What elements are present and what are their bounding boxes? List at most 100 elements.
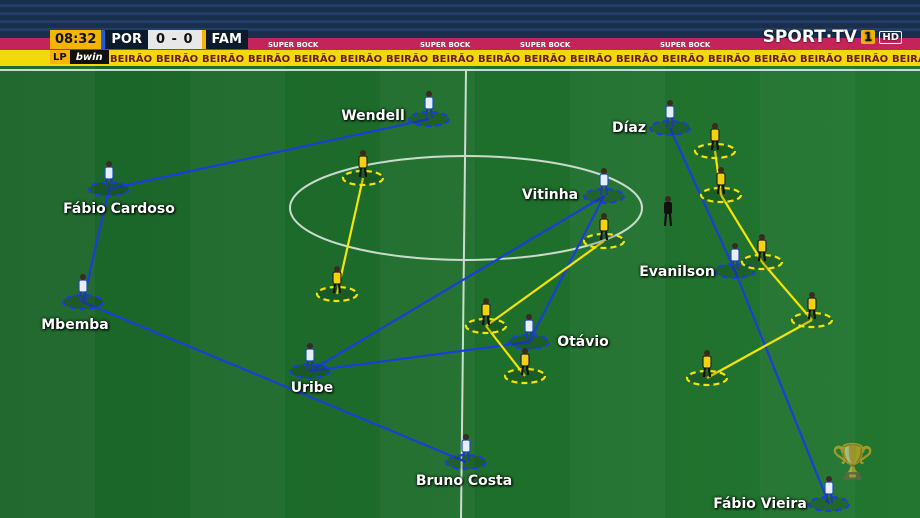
ad-text: BEIRÃO [662,52,704,65]
home-player [730,243,740,271]
away-player-ring [790,311,834,329]
player-shirt [332,271,342,285]
ad-text: BEIRÃO [846,52,888,65]
ad-text: BEIRÃO [478,52,520,65]
away-player-ring [740,253,784,271]
ad-text: BEIRÃO [524,52,566,65]
home-player-ring [444,453,488,471]
player-head [526,314,532,320]
away-player [358,150,368,178]
player-leg [520,365,525,376]
home-team: POR [105,30,148,49]
away-player-ring [464,317,508,335]
home-connection-line [733,270,831,505]
home-connection-line [108,117,430,191]
player-head [732,243,738,249]
away-player [710,123,720,151]
player-shirt [730,248,740,262]
away-color-stripe [201,30,206,49]
home-color-stripe [101,30,106,49]
player-leg [424,108,429,119]
player-shirt [599,173,609,187]
player-shirt [104,166,114,180]
player-head [759,234,765,240]
home-connection-line [309,340,530,373]
ad-text: BEIRÃO [754,52,796,65]
trophy-icon: 🏆 [831,442,874,482]
label-diaz: Díaz [611,120,647,136]
player-shirt [78,279,88,293]
player-leg [525,365,530,376]
player-shirt [716,172,726,186]
player-head [483,298,489,304]
player-head [704,350,710,356]
ad-text: BEIRÃO [110,52,152,65]
player-leg [735,260,740,271]
home-player [524,314,534,342]
away-player [481,298,491,326]
super-bock-ad: SUPER BOCK [268,41,319,49]
player-leg [524,331,529,342]
away-player [332,266,342,294]
player-leg [109,178,114,189]
player-leg [807,309,812,320]
home-player-ring [582,187,626,205]
home-player [424,91,434,119]
label-fabio-cardoso: Fábio Cardoso [63,201,175,217]
player-leg [710,140,715,151]
label-fabio-vieira: Fábio Vieira [713,496,807,512]
player-leg [337,283,342,294]
away-player [702,350,712,378]
broadcaster-name: SPORT·TV [762,27,857,47]
player-leg [310,360,315,371]
ad-text: BEIRÃO [892,52,920,65]
player-shirt [824,481,834,495]
player-leg [461,451,466,462]
match-clock: 08:32 [50,30,102,49]
away-player-ring [693,142,737,160]
away-connection-line [761,261,813,321]
player-head [334,266,340,272]
ad-text: BEIRÃO [800,52,842,65]
ad-text: BEIRÃO [202,52,244,65]
home-player-ring [288,362,332,380]
player-leg [702,367,707,378]
super-bock-ad: SUPER BOCK [520,41,571,49]
home-player-ring [61,293,105,311]
home-player-ring [713,262,757,280]
player-shirt [702,355,712,369]
home-player [665,100,675,128]
ad-text: BEIRÃO [340,52,382,65]
home-player-ring [648,119,692,137]
player-leg [481,315,486,326]
away-player-ring [582,232,626,250]
hd-badge: HD [879,30,902,44]
player-leg [829,493,834,504]
label-bruno-costa: Bruno Costa [415,473,513,489]
away-connection-line [720,194,763,263]
player-head [712,123,718,129]
player-head [667,100,673,106]
away-player [807,292,817,320]
away-player-ring [503,367,547,385]
player-head [80,274,86,280]
home-player-ring [407,110,451,128]
player-leg [529,331,534,342]
stand-seats [0,4,920,31]
player-shirt [599,218,609,232]
player-leg [358,167,363,178]
home-player [824,476,834,504]
player-head [463,434,469,440]
label-mbemba: Mbemba [41,317,109,333]
referee-leg [668,213,673,227]
away-player [716,167,726,195]
player-shirt [461,439,471,453]
away-player-ring [315,285,359,303]
player-leg [762,251,767,262]
player-shirt [520,353,530,367]
player-leg [599,185,604,196]
player-head [360,150,366,156]
away-player [599,213,609,241]
player-head [601,168,607,174]
home-player [599,168,609,196]
